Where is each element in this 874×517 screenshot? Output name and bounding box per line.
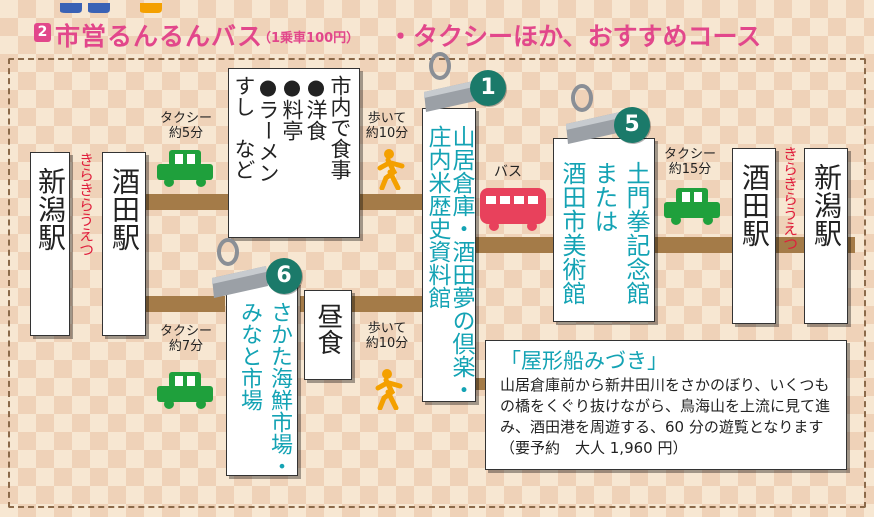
walk-upper-label-line2: 約10分 xyxy=(365,125,409,141)
spot-1-card: 山居倉庫・酒田夢の倶楽・ 庄内米歴史資料館 xyxy=(422,108,476,402)
taxi-right-label-line2: 約15分 xyxy=(668,161,712,177)
kirakira-uetsu-right: きらきらうえつ xyxy=(781,146,799,251)
spot-6-col1: さかた海鮮市場・ xyxy=(267,301,292,477)
info-body: 山居倉庫前から新井田川をさかのぼり、いくつもの橋をくぐり抜けながら、鳥海山を上流… xyxy=(500,376,831,457)
walk-lower-label-line1: 歩いて xyxy=(367,321,407,336)
shoes-decoration xyxy=(58,0,178,13)
page-title: 市営るんるんバス xyxy=(55,22,264,51)
spot-5-badge: 5 xyxy=(614,107,650,143)
binder-clip-icon xyxy=(418,52,484,116)
taxi-icon xyxy=(662,186,722,226)
road-upper-left xyxy=(145,194,235,210)
dining-col3: ●料亭 xyxy=(280,75,304,141)
spot-6-col2: みなと市場 xyxy=(237,301,262,411)
road-right-mid xyxy=(475,237,557,253)
page-title-rest: ・タクシーほか、おすすめコース xyxy=(388,22,762,51)
taxi-upper-label-line2: 約5分 xyxy=(168,125,204,141)
taxi-right-label: タクシー 約15分 xyxy=(662,147,718,178)
niigata-station-left: 新潟駅 xyxy=(30,152,70,336)
dining-col4: ●ラーメン xyxy=(256,75,280,183)
taxi-icon xyxy=(155,370,215,410)
bus-icon xyxy=(478,186,548,232)
info-title: 「屋形船みづき」 xyxy=(500,349,668,373)
walk-lower-label-line2: 約10分 xyxy=(365,335,409,351)
walk-upper-label: 歩いて 約10分 xyxy=(362,111,412,142)
taxi-upper-label-line1: タクシー xyxy=(159,111,212,126)
dining-col1: 市内で食事 xyxy=(328,75,352,180)
road-upper-mid xyxy=(360,194,422,210)
road-lower-left xyxy=(145,296,225,312)
page-title-fare: （1乗車100円） xyxy=(258,31,360,46)
niigata-station-right: 新潟駅 xyxy=(804,148,848,324)
taxi-lower-label-line2: 約7分 xyxy=(168,338,204,354)
taxi-upper-label: タクシー 約5分 xyxy=(158,111,214,142)
taxi-icon xyxy=(155,148,215,188)
dining-col2: ●洋食 xyxy=(304,75,328,141)
taxi-right-label-line1: タクシー xyxy=(663,147,716,162)
spot-5-col3: 酒田市美術館 xyxy=(558,161,586,305)
spot-1-col1: 山居倉庫・酒田夢の倶楽・ xyxy=(448,125,474,401)
taxi-lower-label: タクシー 約7分 xyxy=(158,324,214,355)
lunch-label: 昼食 xyxy=(304,290,352,380)
spot-6-badge: 6 xyxy=(266,258,302,294)
walk-upper-label-line1: 歩いて xyxy=(367,111,407,126)
info-card: 「屋形船みづき」 山居倉庫前から新井田川をさかのぼり、いくつもの橋をくぐり抜けな… xyxy=(485,340,847,470)
course-frame xyxy=(8,58,866,508)
walking-person-icon xyxy=(370,368,404,411)
sakata-station-right: 酒田駅 xyxy=(732,148,776,324)
spot-5-card: 土門拳記念館 または 酒田市美術館 xyxy=(553,138,655,322)
kirakira-uetsu-left: きらきらうえつ xyxy=(77,152,95,257)
spot-6-card: さかた海鮮市場・ みなと市場 xyxy=(226,282,298,477)
sakata-station-left: 酒田駅 xyxy=(102,152,146,336)
dining-card: 市内で食事 ●洋食 ●料亭 ●ラーメン すし など xyxy=(228,68,360,238)
walk-lower-label: 歩いて 約10分 xyxy=(362,321,412,352)
header: 2 市営るんるんバス （1乗車100円） ・タクシーほか、おすすめコース xyxy=(0,0,874,52)
taxi-lower-label-line1: タクシー xyxy=(159,324,212,339)
spot-5-col1: 土門拳記念館 xyxy=(622,161,650,305)
bus-label: バス xyxy=(494,164,522,180)
course-number: 2 xyxy=(34,23,51,42)
binder-clip-icon xyxy=(560,84,626,148)
binder-clip-icon xyxy=(206,238,272,302)
dining-col5: すし など xyxy=(232,75,256,180)
walking-person-icon xyxy=(372,148,406,191)
spot-1-col2: 庄内米歴史資料館 xyxy=(424,125,450,309)
spot-1-badge: 1 xyxy=(470,70,506,106)
spot-5-col2: または xyxy=(590,161,618,233)
